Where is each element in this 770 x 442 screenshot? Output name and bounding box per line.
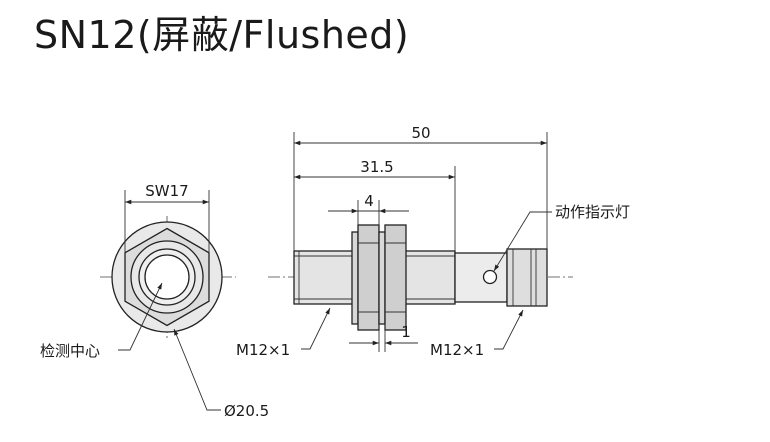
thread-leader-right	[494, 309, 524, 350]
indicator-label: 动作指示灯	[555, 203, 630, 221]
side-view: 50 31.5 4 1 M12×1 M12×1 动作指示灯	[236, 124, 630, 359]
dim-31-5-label: 31.5	[360, 158, 393, 176]
thread-label-right: M12×1	[430, 341, 484, 359]
indicator-leader	[493, 211, 552, 272]
dim-50-label: 50	[411, 124, 430, 142]
thread-leader-left	[301, 307, 331, 350]
dim-4-label: 4	[364, 192, 374, 210]
center-leader	[118, 282, 163, 351]
nut-left	[357, 224, 380, 331]
center-label: 检测中心	[40, 342, 100, 360]
connector	[506, 248, 548, 307]
washer-left	[351, 231, 359, 325]
dim-1-label: 1	[401, 323, 411, 341]
rear-housing	[454, 252, 508, 303]
diameter-leader	[173, 328, 221, 411]
indicator-led	[482, 269, 498, 285]
sensing-face	[144, 254, 190, 300]
diameter-label: Ø20.5	[224, 402, 269, 420]
thread-label-left: M12×1	[236, 341, 290, 359]
front-view: SW17 检测中心 Ø20.5	[40, 182, 269, 420]
nut-right	[384, 224, 407, 331]
page-title: SN12(屏蔽/Flushed)	[34, 13, 410, 57]
sw-dim-label: SW17	[145, 182, 188, 200]
washer-middle	[378, 231, 386, 325]
